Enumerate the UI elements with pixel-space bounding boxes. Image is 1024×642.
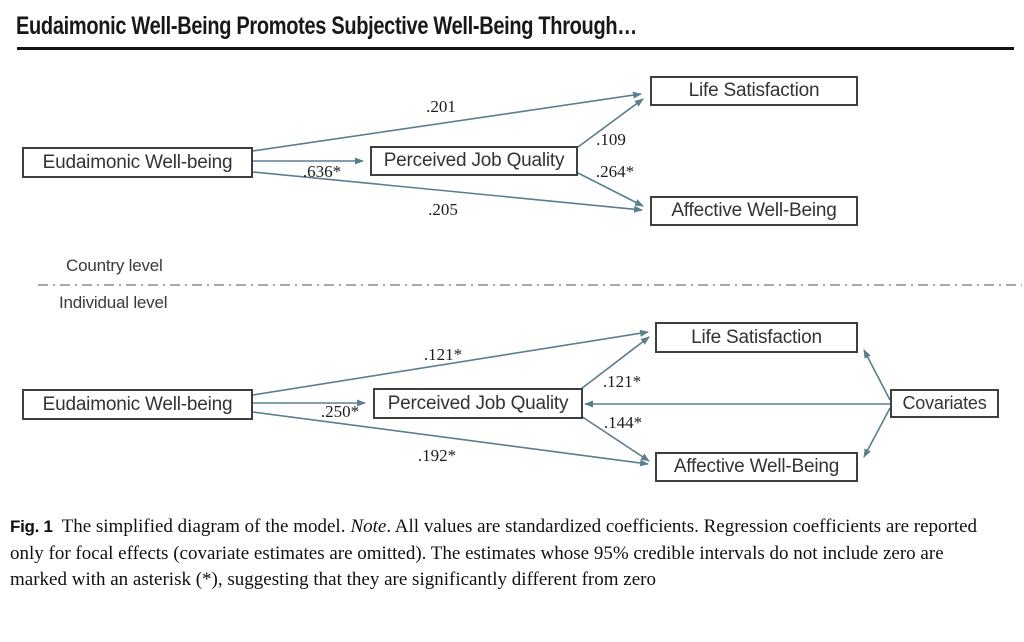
node-indiv-eudaimonic-well-being: Eudaimonic Well-being: [22, 389, 253, 420]
node-indiv-affective-well-being: Affective Well-Being: [655, 452, 858, 482]
edge-indiv-cov-ls: [863, 349, 891, 401]
country-level-label: Country level: [66, 256, 163, 275]
edge-indiv-pjq-ls: [580, 336, 650, 390]
coef-country-ewb-ls: .201: [426, 97, 456, 116]
node-indiv-covariates: Covariates: [890, 389, 999, 418]
node-label: Perceived Job Quality: [383, 150, 565, 171]
edge-indiv-ewb-ls: [252, 329, 649, 396]
node-label: Affective Well-Being: [673, 456, 840, 477]
edge-country-ewb-ls: [252, 91, 642, 152]
edge-country-ewb-awb: [252, 171, 643, 213]
coef-indiv-pjq-awb: .144*: [603, 413, 643, 432]
edge-country-pjq-ls: [577, 98, 644, 148]
node-indiv-life-satisfaction: Life Satisfaction: [655, 322, 858, 353]
node-country-affective-well-being: Affective Well-Being: [650, 196, 858, 226]
edge-indiv-pjq-awb: [580, 415, 650, 462]
page-title: Eudaimonic Well-Being Promotes Subjectiv…: [16, 12, 637, 40]
figure-caption: Fig. 1 The simplified diagram of the mode…: [10, 514, 1002, 594]
node-country-eudaimonic-well-being: Eudaimonic Well-being: [22, 147, 253, 178]
coef-indiv-ewb-ls: .121*: [423, 345, 463, 364]
edge-indiv-cov-awb: [863, 407, 891, 458]
node-label: Eudaimonic Well-being: [42, 393, 233, 415]
coef-indiv-ewb-awb: .192*: [417, 446, 457, 465]
node-label: Affective Well-Being: [671, 200, 837, 221]
header-rule: [17, 47, 1014, 50]
node-label: Eudaimonic Well-being: [42, 151, 233, 173]
node-country-life-satisfaction: Life Satisfaction: [650, 76, 858, 106]
edge-country-pjq-awb: [577, 172, 644, 207]
coef-country-pjq-awb: .264*: [595, 162, 635, 181]
edge-indiv-ewb-awb: [252, 411, 649, 467]
coef-indiv-ewb-pjq: .250*: [320, 402, 360, 421]
figure-caption-label: Fig. 1: [10, 517, 53, 536]
node-indiv-perceived-job-quality: Perceived Job Quality: [373, 388, 583, 419]
node-country-perceived-job-quality: Perceived Job Quality: [370, 146, 578, 176]
node-label: Covariates: [902, 393, 987, 413]
figure-caption-sentence: The simplified diagram of the model.: [61, 516, 346, 537]
coef-country-pjq-ls: .109: [596, 130, 626, 149]
individual-level-label: Individual level: [59, 293, 168, 312]
node-label: Life Satisfaction: [691, 326, 822, 348]
coef-country-ewb-awb: .205: [428, 200, 458, 219]
node-label: Perceived Job Quality: [387, 392, 569, 414]
path-diagram-arrows: [38, 91, 1022, 467]
figure-caption-body: . All values are standardized coefficien…: [10, 516, 978, 590]
node-label: Life Satisfaction: [688, 80, 820, 101]
figure-caption-note-word: Note: [350, 516, 387, 537]
coef-country-ewb-pjq: .636*: [302, 162, 342, 181]
coef-indiv-pjq-ls: .121*: [602, 372, 642, 391]
